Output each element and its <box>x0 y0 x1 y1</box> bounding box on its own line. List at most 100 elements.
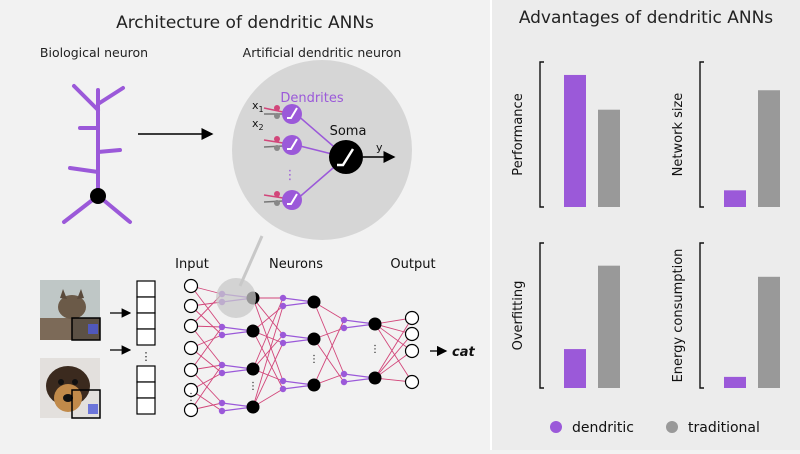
input-label: Input <box>175 257 209 272</box>
dendrite-node <box>218 331 226 339</box>
layer-ellipsis: ⋮ <box>309 354 319 365</box>
activation-icon <box>337 148 355 167</box>
dendrite-branch <box>72 84 100 112</box>
soma-node <box>307 295 321 309</box>
dendrites-label: Dendrites <box>280 91 344 106</box>
chart-overfitting: Overfitting <box>511 242 620 389</box>
connection <box>190 326 223 371</box>
axon-left <box>62 196 97 224</box>
output-node <box>404 374 420 390</box>
layer-ellipsis: ⋮ <box>186 392 196 403</box>
network-nodes <box>183 278 420 418</box>
dendrite-unit-3 <box>263 161 341 210</box>
neurons-label: Neurons <box>269 257 323 272</box>
input-node <box>183 278 199 294</box>
input-node <box>183 402 199 418</box>
connection <box>252 297 284 370</box>
biological-neuron-label: Biological neuron <box>40 45 148 60</box>
x2-label: x2 <box>252 117 264 132</box>
connection <box>374 323 413 352</box>
x1-label: x1 <box>252 99 264 114</box>
connection <box>252 305 284 408</box>
cat-image <box>40 280 101 341</box>
architecture-panel: Architecture of dendritic ANNs Biologica… <box>39 13 476 419</box>
legend-label-dendritic: dendritic <box>572 420 634 436</box>
connection <box>313 319 345 386</box>
dendrite-node <box>218 361 226 369</box>
magnifier-connector <box>238 235 264 287</box>
soma-label: Soma <box>330 124 367 139</box>
bar-traditional <box>598 109 620 207</box>
layer-ellipsis: ⋮ <box>248 381 258 392</box>
connection <box>374 323 413 383</box>
chart-ylabel: Network size <box>671 93 686 177</box>
connection <box>374 350 413 379</box>
dendrite-node <box>218 323 226 331</box>
soma-node <box>246 362 260 376</box>
dendrite-node <box>340 378 348 386</box>
soma-node <box>246 400 260 414</box>
input-vector <box>136 280 156 415</box>
soma-node <box>329 140 363 174</box>
dendrite-branch <box>96 148 122 154</box>
dendrite-node <box>218 399 226 407</box>
dendrite-node <box>340 370 348 378</box>
axon-right <box>99 196 132 224</box>
connection <box>190 369 223 404</box>
dendrite-unit-1 <box>263 104 341 153</box>
layer-ellipsis: ⋮ <box>370 344 380 355</box>
chart-performance: Performance <box>511 61 620 208</box>
dendrite-vdots: ⋮ <box>284 168 297 183</box>
connection <box>374 317 413 379</box>
architecture-diagram: Architecture of dendritic ANNs Biologica… <box>40 13 475 419</box>
soma-node <box>307 332 321 346</box>
chart-ylabel: Overfitting <box>511 281 526 351</box>
connection <box>252 297 284 336</box>
input-node <box>183 340 199 356</box>
soma-node <box>307 378 321 392</box>
dendrite-node <box>279 339 287 347</box>
dendrite-node <box>218 407 226 415</box>
bar-traditional <box>598 265 620 388</box>
connection <box>190 285 223 328</box>
input-node <box>183 362 199 378</box>
output-node <box>404 343 420 359</box>
advantages-charts: Advantages of dendritic ANNs Performance… <box>511 8 780 436</box>
connection <box>190 325 223 366</box>
output-node <box>404 326 420 342</box>
chart-network-size: Network size <box>671 61 780 208</box>
chart-ylabel: Energy consumption <box>671 249 686 383</box>
network-ellipses: ⋮ ⋮ ⋮ ⋮ <box>186 344 380 403</box>
input-node <box>183 318 199 334</box>
connection <box>313 301 345 375</box>
bar-dendritic <box>724 376 746 388</box>
connection <box>252 334 284 370</box>
dendrite-units <box>263 104 341 210</box>
architecture-title: Architecture of dendritic ANNs <box>116 13 374 33</box>
chart-energy-consumption: Energy consumption <box>671 242 780 389</box>
output-node <box>404 310 420 326</box>
connection <box>190 364 223 411</box>
connection <box>252 342 284 408</box>
legend-marker-dendritic <box>550 421 562 433</box>
chart-ylabel: Performance <box>511 93 526 175</box>
bar-dendritic <box>564 74 586 207</box>
advantages-panel: Advantages of dendritic ANNs Performance… <box>492 0 800 450</box>
chart-axis <box>699 61 704 208</box>
biological-neuron <box>62 84 132 224</box>
input-node <box>183 382 199 398</box>
bar-traditional <box>758 90 780 207</box>
dendrite-branch <box>96 86 125 106</box>
soma-node <box>368 317 382 331</box>
magnifier-lens <box>216 278 256 318</box>
bar-dendritic <box>564 349 586 388</box>
chart-axis <box>539 242 544 389</box>
dendrite-node <box>218 369 226 377</box>
input-node <box>183 298 199 314</box>
soma-dot <box>90 188 106 204</box>
dendrite-branch <box>68 166 100 174</box>
dendrite-node <box>279 377 287 385</box>
dendrite-node <box>279 331 287 339</box>
